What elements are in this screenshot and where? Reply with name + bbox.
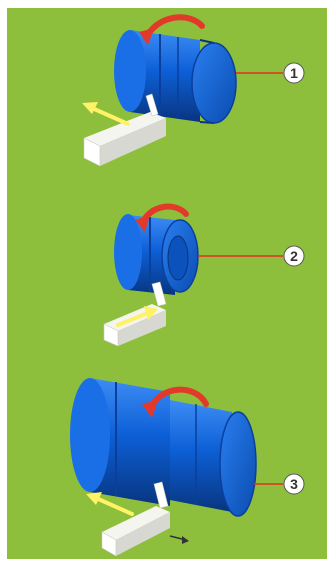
callout-2-label: 2: [290, 248, 298, 264]
callout-1-label: 1: [290, 65, 298, 81]
callout-3-label: 3: [290, 476, 298, 492]
stage-1-workpiece: [114, 30, 236, 123]
